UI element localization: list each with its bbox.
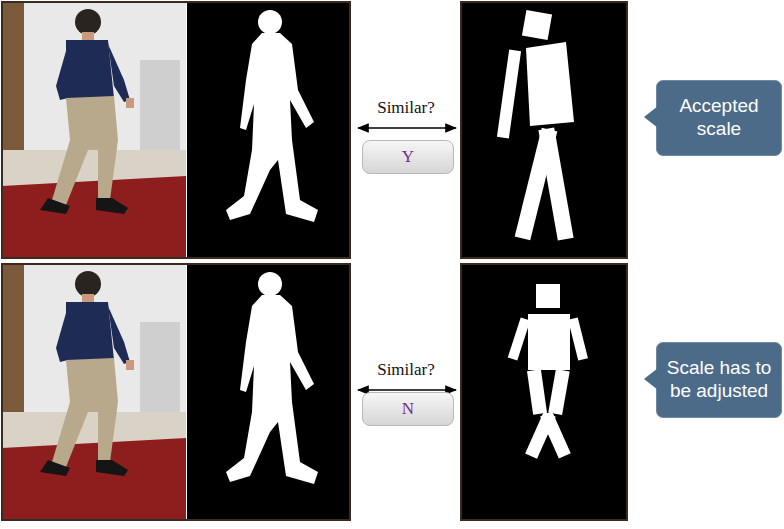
callout-box: Accepted scale	[656, 80, 782, 156]
answer-text: N	[402, 399, 414, 419]
callout-text: Accepted scale	[663, 95, 775, 141]
callout-text: Scale has to be adjusted	[663, 357, 775, 403]
question-label: Similar?	[375, 98, 437, 118]
answer-button: Y	[362, 140, 454, 174]
answer-button: N	[362, 392, 454, 426]
callout-pointer-shape	[644, 368, 658, 390]
callout-box: Scale has to be adjusted	[656, 342, 782, 418]
question-label: Similar?	[375, 360, 437, 380]
callout-pointer-shape	[644, 106, 658, 128]
answer-text: Y	[402, 147, 414, 167]
callout-pointer	[644, 367, 658, 391]
callout-pointer	[644, 105, 658, 129]
